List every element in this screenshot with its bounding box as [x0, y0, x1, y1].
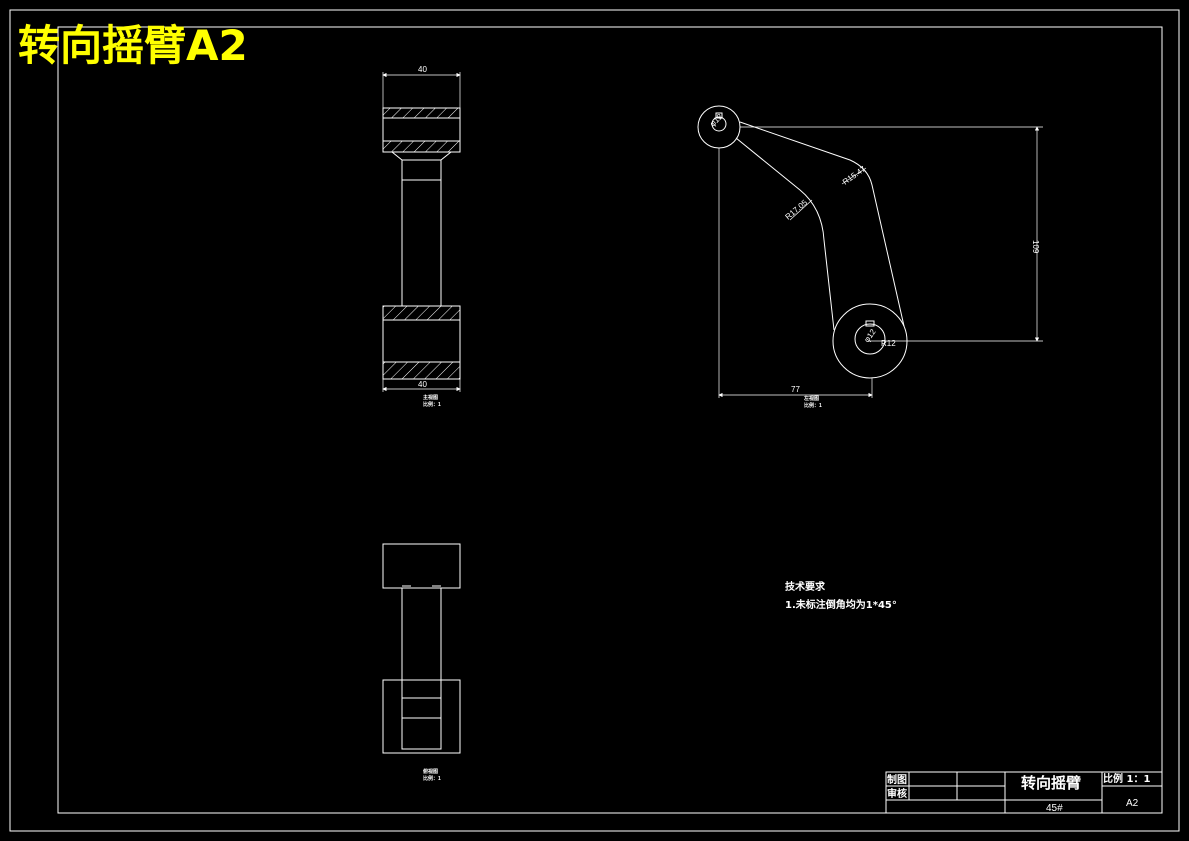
title-block-material: 45#: [1046, 803, 1063, 814]
front-view-scale: 比例：1: [423, 401, 441, 408]
page-title: 转向摇臂A2: [18, 21, 248, 70]
tech-notes-heading: 技术要求: [785, 580, 826, 593]
side-height-dim: 109: [1031, 240, 1040, 254]
front-bottom-width-dim: 40: [418, 380, 427, 389]
title-block-checked: 审核: [887, 787, 907, 800]
title-block: 制图 审核 转向摇臂 45# 比例 1：1 A2: [885, 771, 1163, 814]
title-block-scale: 比例 1：1: [1103, 772, 1150, 785]
title-block-sheet-size: A2: [1126, 798, 1139, 809]
bottom-view-label: 俯视图: [423, 768, 438, 775]
sheet-outer-border: [9, 9, 1180, 832]
sheet-inner-frame: [57, 26, 1163, 814]
tech-notes-line1: 1.未标注倒角均为1*45°: [785, 598, 897, 611]
side-view-label: 左视图: [803, 395, 819, 402]
title-block-part-name: 转向摇臂: [1021, 774, 1081, 792]
side-width-dim: 77: [791, 385, 800, 394]
side-radius-left: R17.05: [784, 198, 810, 222]
title-block-drawn: 制图: [887, 773, 907, 786]
front-view: 40 40 主视图 比例：1: [382, 65, 461, 408]
side-bottom-radius-dim: R12: [881, 339, 896, 348]
side-bottom-hole-dim: φ12: [862, 327, 878, 344]
side-view: R17.05 R15.47 φ12 φ12 R12 109 77 左视图 比例：…: [697, 105, 1043, 409]
tech-notes: 技术要求 1.未标注倒角均为1*45°: [785, 580, 897, 611]
bottom-view: 俯视图 比例：1: [382, 543, 461, 782]
front-view-label: 主视图: [423, 394, 438, 401]
bottom-view-scale: 比例：1: [423, 775, 441, 782]
side-view-scale: 比例：1: [804, 402, 822, 409]
side-radius-right: R15.47: [841, 164, 868, 186]
front-top-width-dim: 40: [418, 65, 427, 74]
